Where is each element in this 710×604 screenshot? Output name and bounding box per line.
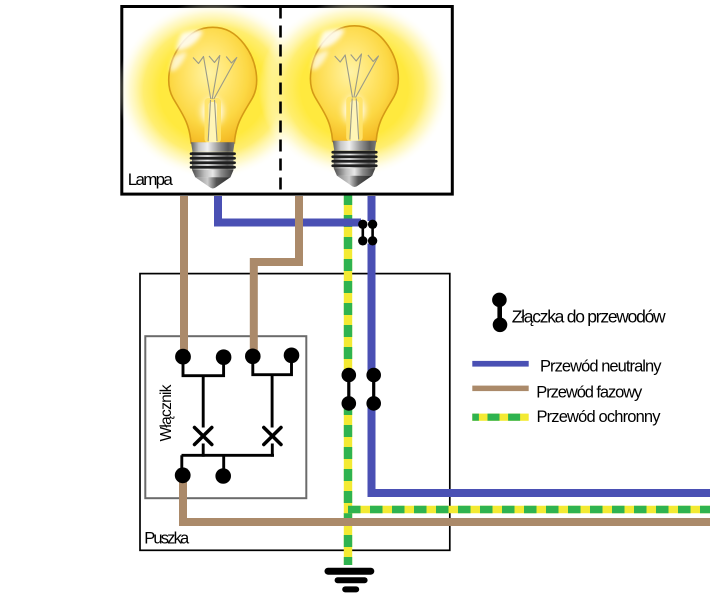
svg-text:Puszka: Puszka xyxy=(144,530,190,548)
svg-text:Lampa: Lampa xyxy=(128,170,174,189)
svg-text:Przewód ochronny: Przewód ochronny xyxy=(537,408,662,426)
svg-text:Włącznik: Włącznik xyxy=(158,384,175,441)
svg-text:Złączka do przewodów: Złączka do przewodów xyxy=(512,307,666,327)
svg-text:Przewód neutralny: Przewód neutralny xyxy=(540,357,662,375)
svg-text:Przewód fazowy: Przewód fazowy xyxy=(536,383,643,401)
